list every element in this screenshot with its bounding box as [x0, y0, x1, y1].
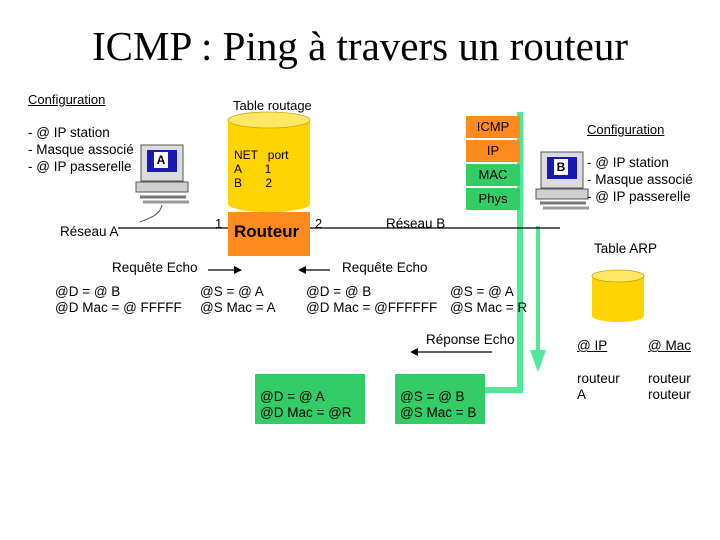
router-port-1: 1	[215, 216, 223, 231]
routing-table-header: NET port	[234, 148, 289, 162]
router-label: Routeur	[234, 222, 300, 241]
left-config-line-1: - @ IP station	[28, 125, 110, 140]
arp-table-label: Table ARP	[594, 241, 658, 256]
reply-dst: @D = @ A	[260, 389, 325, 404]
network-b-label: Réseau B	[386, 216, 446, 231]
arp-col-ip: @ IP	[577, 338, 608, 353]
routing-table-row-a: A 1	[234, 162, 272, 176]
reply-dst-mac: @D Mac = @R	[260, 405, 352, 420]
reply-label: Réponse Echo	[426, 332, 515, 347]
request2-src-mac: @S Mac = R	[450, 300, 528, 315]
right-config-line-2: - Masque associé	[587, 172, 693, 187]
request1-dst: @D = @ B	[55, 284, 121, 299]
request1-label: Requête Echo	[112, 260, 198, 275]
computer-a-label: A	[154, 152, 168, 168]
routing-table-label: Table routage	[233, 98, 312, 113]
left-config-line-3: - @ IP passerelle	[28, 159, 132, 174]
stack-layer-ip: IP	[466, 140, 520, 162]
reply-arrow-head	[530, 350, 546, 372]
reply-src: @S = @ B	[400, 389, 465, 404]
stack-layer-icmp: ICMP	[466, 116, 520, 138]
reply-src-box	[395, 374, 485, 424]
stack-layer-mac: MAC	[466, 164, 520, 186]
arp-mac-value-2: routeur	[648, 387, 691, 402]
arp-col-mac: @ Mac	[648, 338, 691, 353]
request1-src-mac: @S Mac = A	[200, 300, 276, 315]
request2-label: Requête Echo	[342, 260, 428, 275]
left-config-line-2: - Masque associé	[28, 142, 134, 157]
left-config-label: Configuration	[28, 92, 106, 107]
arp-ip-value-2: A	[577, 387, 587, 402]
stack-layer-phys: Phys	[466, 188, 520, 210]
request1-src: @S = @ A	[200, 284, 264, 299]
request2-src: @S = @ A	[450, 284, 514, 299]
right-config-line-1: - @ IP station	[587, 155, 669, 170]
right-config-label: Configuration	[587, 122, 665, 137]
arp-table-cylinder	[591, 269, 645, 322]
reply-src-mac: @S Mac = B	[400, 405, 477, 420]
request2-arrow-head	[298, 266, 306, 274]
request2-dst: @D = @ B	[306, 284, 372, 299]
routing-table-cylinder	[227, 111, 311, 212]
request1-arrow-head	[234, 266, 242, 274]
request1-dst-mac: @D Mac = @ FFFFF	[55, 300, 182, 315]
arp-mac-value-1: routeur	[648, 371, 691, 386]
routing-table-row-b: B 2	[234, 176, 273, 190]
right-config-line-3: - @ IP passerelle	[587, 189, 691, 204]
request2-dst-mac: @D Mac = @FFFFFF	[306, 300, 438, 315]
router-port-2: 2	[315, 216, 323, 231]
network-a-label: Réseau A	[60, 224, 119, 239]
computer-b-label: B	[554, 159, 568, 175]
arp-ip-value-1: routeur	[577, 371, 620, 386]
reply-label-arrow-head	[410, 348, 418, 356]
reply-dst-box	[255, 374, 365, 424]
slide-title: ICMP : Ping à travers un routeur	[92, 23, 628, 69]
router-box	[228, 212, 310, 256]
